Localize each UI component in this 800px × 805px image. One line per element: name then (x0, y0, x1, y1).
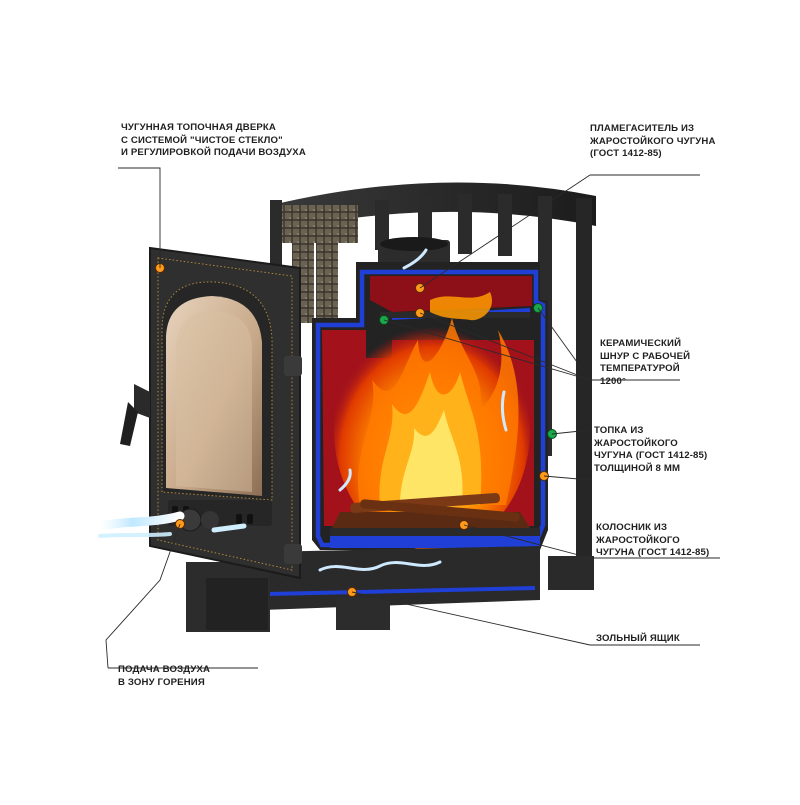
label-firebox: ТОПКА ИЗ ЖАРОСТОЙКОГО ЧУГУНА (ГОСТ 1412-… (594, 425, 707, 475)
label-firebox-line-4: ТОЛЩИНОЙ 8 ММ (594, 462, 681, 474)
door-handle (120, 384, 150, 446)
label-flame-damper-line-1: ПЛАМЕГАСИТЕЛЬ ИЗ (590, 123, 695, 134)
label-air-supply-line-2: В ЗОНУ ГОРЕНИЯ (118, 676, 205, 688)
label-flame-damper-line-2: ЖАРОСТОЙКОГО ЧУГУНА (590, 135, 716, 147)
label-firebox-line-1: ТОПКА ИЗ (594, 425, 644, 436)
label-ceramic-cord-line-1: КЕРАМИЧЕСКИЙ (600, 338, 682, 349)
label-grate-line-3: ЧУГУНА (ГОСТ 1412-85) (596, 547, 710, 558)
fire-flames (334, 292, 530, 550)
cast-iron-door (149, 246, 302, 580)
label-grate-line-2: ЖАРОСТОЙКОГО (596, 534, 680, 546)
label-firebox-line-3: ЧУГУНА (ГОСТ 1412-85) (594, 450, 708, 461)
airflow-arrows (95, 248, 508, 572)
label-flame-damper: ПЛАМЕГАСИТЕЛЬ ИЗ ЖАРОСТОЙКОГО ЧУГУНА (ГО… (590, 123, 716, 161)
label-door-line-3: И РЕГУЛИРОВКОЙ ПОДАЧИ ВОЗДУХА (121, 147, 306, 158)
label-ceramic-cord: КЕРАМИЧЕСКИЙ ШНУР С РАБОЧЕЙ ТЕМПЕРАТУРОЙ… (600, 338, 690, 388)
label-ceramic-cord-line-2: ШНУР С РАБОЧЕЙ (600, 350, 691, 362)
label-ash-box: ЗОЛЬНЫЙ ЯЩИК (596, 633, 680, 646)
label-door: ЧУГУННАЯ ТОПОЧНАЯ ДВЕРКА С СИСТЕМОЙ "ЧИС… (121, 122, 306, 160)
grate (330, 493, 540, 548)
label-ceramic-cord-line-3: ТЕМПЕРАТУРОЙ (600, 363, 680, 374)
ash-box-drawer (186, 546, 540, 632)
label-grate: КОЛОСНИК ИЗ ЖАРОСТОЙКОГО ЧУГУНА (ГОСТ 14… (596, 522, 709, 560)
label-grate-line-1: КОЛОСНИК ИЗ (596, 522, 668, 533)
label-air-supply: ПОДАЧА ВОЗДУХА В ЗОНУ ГОРЕНИЯ (118, 664, 210, 689)
label-flame-damper-line-3: (ГОСТ 1412-85) (590, 148, 662, 159)
label-door-line-1: ЧУГУННАЯ ТОПОЧНАЯ ДВЕРКА (121, 122, 277, 133)
leader-lines (105, 167, 720, 669)
label-air-supply-line-1: ПОДАЧА ВОЗДУХА (118, 664, 211, 675)
label-ceramic-cord-line-4: 1200° (600, 375, 626, 387)
label-door-line-2: С СИСТЕМОЙ "ЧИСТОЕ СТЕКЛО" (121, 134, 283, 146)
label-firebox-line-2: ЖАРОСТОЙКОГО (594, 437, 678, 449)
label-ash-box-line-1: ЗОЛЬНЫЙ ЯЩИК (596, 633, 680, 644)
